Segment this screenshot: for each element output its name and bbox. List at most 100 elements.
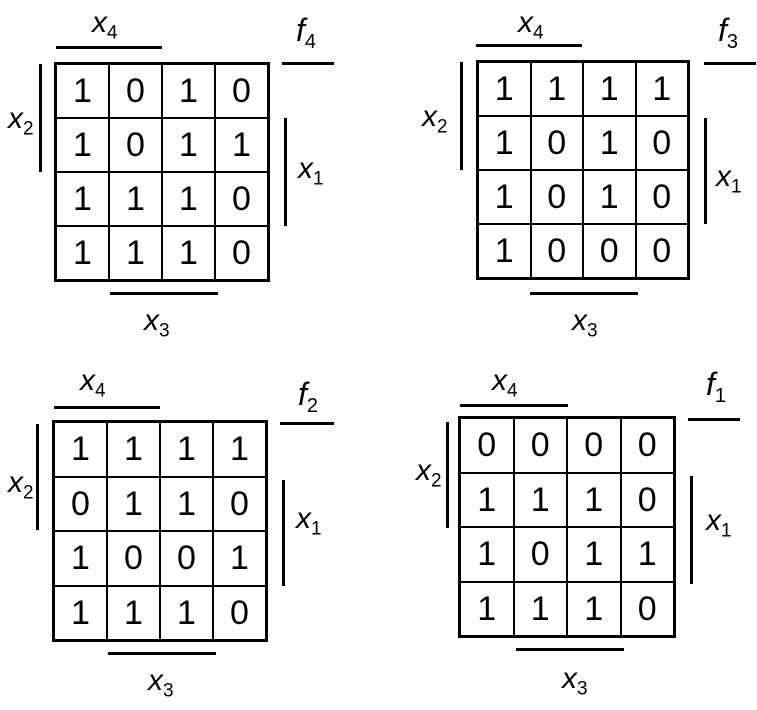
cell: 1 — [162, 172, 215, 226]
cell: 1 — [635, 62, 688, 116]
cell: 1 — [530, 62, 583, 116]
bar-x4 — [460, 404, 568, 407]
cell: 1 — [56, 172, 109, 226]
bar-x1 — [704, 118, 707, 224]
cell: 0 — [567, 418, 621, 473]
var-label-x1: x1 — [296, 502, 322, 540]
cell: 1 — [460, 472, 514, 527]
cell: 0 — [513, 527, 567, 582]
cell: 1 — [215, 118, 268, 172]
var-label-x4: x4 — [518, 6, 544, 44]
function-underline — [280, 422, 334, 425]
cell: 1 — [567, 527, 621, 582]
bar-x2 — [446, 422, 449, 528]
cell: 0 — [530, 116, 583, 170]
bar-x1 — [282, 480, 285, 586]
function-label-f1: f1 — [706, 366, 727, 407]
cell: 1 — [162, 64, 215, 118]
var-label-x1: x1 — [706, 504, 732, 542]
var-label-x3: x3 — [562, 662, 588, 700]
karnaugh-grid: 0 0 0 0 1 1 1 0 1 0 1 1 1 1 1 0 — [458, 416, 676, 638]
bar-x3 — [108, 652, 216, 655]
cell: 0 — [513, 418, 567, 473]
function-underline — [688, 418, 740, 421]
cell: 1 — [213, 531, 266, 586]
cell: 1 — [478, 116, 531, 170]
cell: 0 — [635, 116, 688, 170]
cell: 0 — [213, 585, 266, 640]
function-label-f2: f2 — [298, 376, 319, 417]
cell: 1 — [478, 62, 531, 116]
var-label-x2: x2 — [8, 102, 34, 140]
cell: 0 — [215, 172, 268, 226]
bar-x2 — [460, 62, 463, 170]
cell: 1 — [460, 581, 514, 636]
karnaugh-grid: 1 0 1 0 1 0 1 1 1 1 1 0 1 1 1 0 — [54, 62, 270, 282]
cell: 1 — [56, 64, 109, 118]
cell: 0 — [635, 170, 688, 224]
cell: 0 — [530, 170, 583, 224]
function-label-f4: f4 — [296, 12, 317, 53]
cell: 1 — [107, 422, 160, 477]
cell: 1 — [583, 62, 636, 116]
cell: 1 — [620, 527, 674, 582]
function-underline — [704, 62, 756, 65]
cell: 0 — [460, 418, 514, 473]
var-label-x4: x4 — [92, 6, 118, 44]
cell: 1 — [513, 581, 567, 636]
function-underline — [282, 62, 334, 65]
var-label-x2: x2 — [422, 100, 448, 138]
cell: 1 — [54, 422, 107, 477]
bar-x4 — [476, 44, 582, 47]
cell: 1 — [162, 118, 215, 172]
cell: 1 — [56, 226, 109, 280]
cell: 1 — [583, 170, 636, 224]
cell: 1 — [478, 224, 531, 278]
var-label-x2: x2 — [8, 466, 34, 504]
cell: 0 — [107, 531, 160, 586]
cell: 1 — [54, 585, 107, 640]
karnaugh-map-f1: x4 f1 x2 x1 x3 0 0 0 0 1 1 1 0 1 0 1 1 1… — [410, 360, 757, 710]
cell: 0 — [109, 64, 162, 118]
cell: 0 — [215, 64, 268, 118]
cell: 1 — [567, 581, 621, 636]
cell: 1 — [109, 226, 162, 280]
bar-x3 — [516, 648, 624, 651]
cell: 0 — [54, 476, 107, 531]
cell: 1 — [567, 472, 621, 527]
cell: 1 — [109, 172, 162, 226]
cell: 1 — [583, 116, 636, 170]
cell: 0 — [160, 531, 213, 586]
bar-x1 — [284, 118, 287, 226]
cell: 1 — [54, 531, 107, 586]
bar-x2 — [36, 424, 39, 530]
cell: 0 — [635, 224, 688, 278]
bar-x4 — [56, 46, 162, 49]
cell: 0 — [620, 418, 674, 473]
cell: 1 — [160, 585, 213, 640]
var-label-x3: x3 — [148, 664, 174, 702]
cell: 1 — [107, 585, 160, 640]
function-label-f3: f3 — [718, 12, 739, 53]
var-label-x1: x1 — [298, 152, 324, 190]
cell: 1 — [162, 226, 215, 280]
cell: 1 — [213, 422, 266, 477]
cell: 1 — [56, 118, 109, 172]
cell: 0 — [215, 226, 268, 280]
cell: 0 — [620, 581, 674, 636]
karnaugh-map-f4: x4 f4 x2 x1 x3 1 0 1 0 1 0 1 1 1 1 1 0 1… — [0, 0, 370, 350]
bar-x2 — [39, 64, 42, 172]
bar-x4 — [54, 406, 160, 409]
cell: 0 — [620, 472, 674, 527]
bar-x1 — [690, 476, 693, 584]
karnaugh-grid: 1 1 1 1 0 1 1 0 1 0 0 1 1 1 1 0 — [52, 420, 268, 642]
cell: 1 — [460, 527, 514, 582]
var-label-x3: x3 — [572, 304, 598, 342]
bar-x3 — [530, 292, 638, 295]
cell: 0 — [213, 476, 266, 531]
var-label-x3: x3 — [144, 304, 170, 342]
cell: 1 — [107, 476, 160, 531]
var-label-x1: x1 — [716, 160, 742, 198]
cell: 1 — [160, 476, 213, 531]
cell: 1 — [478, 170, 531, 224]
